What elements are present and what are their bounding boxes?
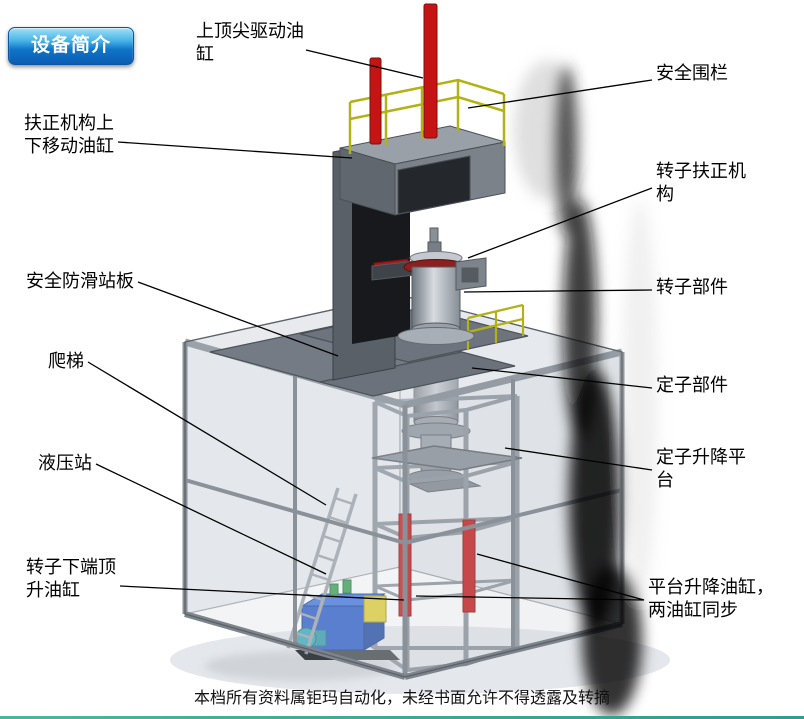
label-safety-fence: 安全围栏 <box>656 63 728 83</box>
top-drive-cylinder-rods <box>369 3 438 145</box>
leader-stator-component <box>471 367 653 389</box>
label-anti-slip-platform: 安全防滑站板 <box>26 271 134 291</box>
leader-ladder <box>87 361 327 506</box>
label-hydraulic-station: 液压站 <box>38 453 92 473</box>
leader-top-center-drive-cylinder <box>305 49 424 79</box>
bottom-divider <box>0 716 804 719</box>
label-top-center-drive-cylinder: 上顶尖驱动油 缸 <box>196 21 304 65</box>
label-ladder: 爬梯 <box>48 351 84 371</box>
leader-righting-mechanism-cyl <box>117 141 353 159</box>
leader-rotor-righting-mechanism <box>467 187 653 259</box>
leader-hydraulic-station <box>95 463 327 575</box>
label-platform-lifting-cylinders: 平台升降油缸， 两油缸同步 <box>648 577 774 621</box>
leader-lines <box>87 49 653 601</box>
leader-anti-slip-platform <box>137 281 339 357</box>
head-box <box>339 125 506 216</box>
leader-rotor-component <box>463 289 653 293</box>
footer-copyright: 本档所有资料属钜玛自动化，未经书面允许不得透露及转摘 <box>193 690 610 707</box>
safety-fence-railing <box>348 78 506 154</box>
label-rotor-righting-mechanism: 转子扶正机 构 <box>656 161 746 205</box>
leader-platform-cylinder-left <box>415 595 645 601</box>
label-righting-mechanism-cylinder: 扶正机构上 下移动油缸 <box>24 113 114 157</box>
badge-equipment-intro: 设备简介 <box>8 27 134 65</box>
rotor-assembly <box>371 227 487 345</box>
leader-rotor-bottom-jack <box>119 585 405 601</box>
label-stator-component: 定子部件 <box>656 375 728 395</box>
label-rotor-component: 转子部件 <box>656 277 728 297</box>
leader-safety-fence <box>467 79 653 109</box>
label-rotor-bottom-jack-cylinder: 转子下端顶 升油缸 <box>26 557 116 601</box>
shadow-smudge <box>514 60 658 715</box>
leader-stator-lifting-platform <box>504 447 653 471</box>
platform-railing <box>466 303 525 350</box>
leader-platform-cylinder-right <box>476 553 645 601</box>
label-stator-lifting-platform: 定子升降平 台 <box>656 447 746 491</box>
